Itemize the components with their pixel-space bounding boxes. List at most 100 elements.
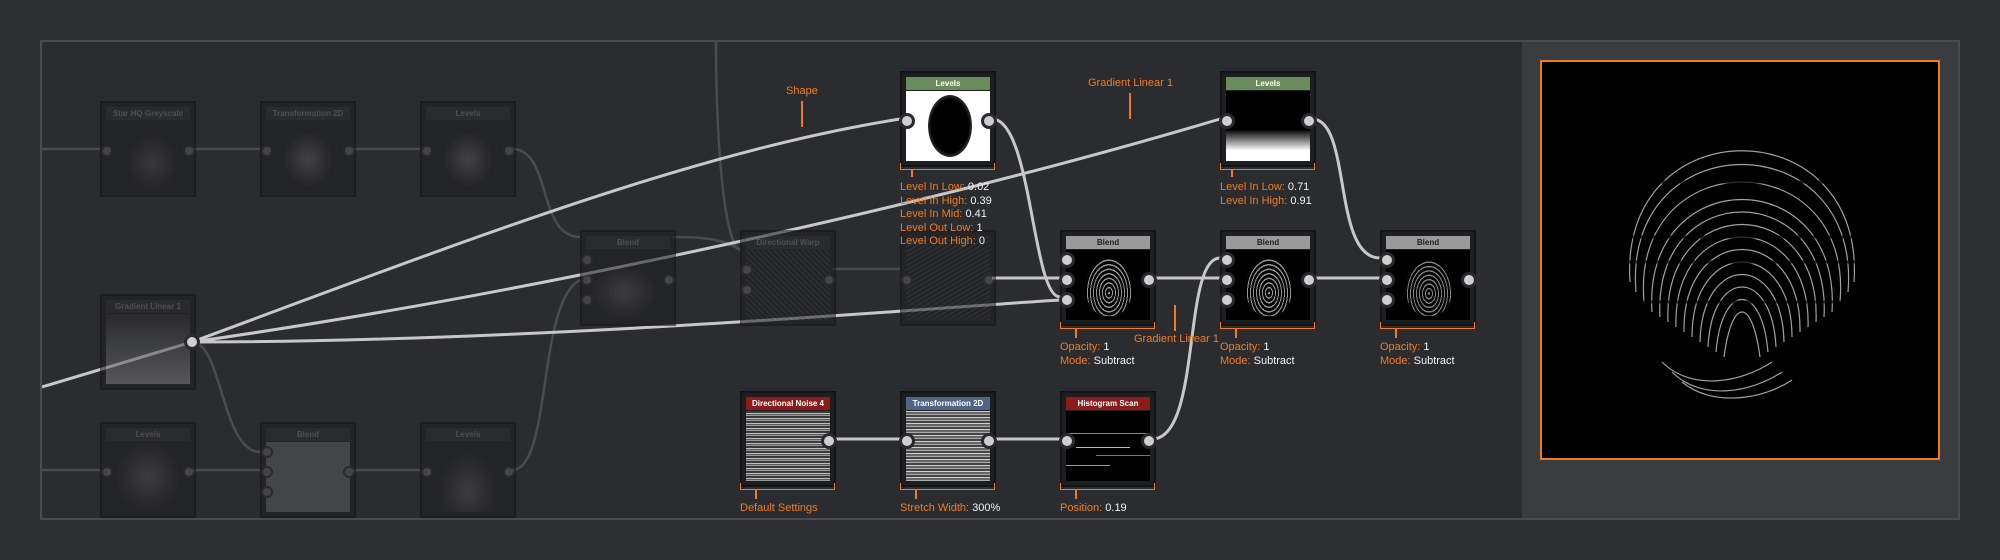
node-graph-canvas[interactable]: Star HQ Greyscale Transformation 2D Leve… (42, 42, 1522, 518)
output-port[interactable] (503, 466, 515, 478)
annotation-transformation-params: Stretch Width: 300% (900, 502, 1000, 516)
node-title: Transformation 2D (906, 397, 990, 410)
input-port[interactable] (741, 264, 753, 276)
node-transformation-2d-dim[interactable]: Transformation 2D (260, 101, 356, 197)
output-port[interactable] (343, 145, 355, 157)
output-port[interactable] (1301, 113, 1317, 129)
node-title: Levels (106, 428, 190, 441)
input-port[interactable] (901, 274, 913, 286)
output-port[interactable] (983, 274, 995, 286)
annotation-stem (1231, 169, 1233, 177)
node-title: Blend (586, 236, 670, 249)
node-histogram-scan[interactable]: Histogram Scan (1059, 391, 1157, 487)
node-blend-3[interactable]: Blend (1379, 230, 1477, 326)
annotation-line: Mode: Subtract (1220, 354, 1295, 367)
annotation-blend-2-params: Opacity: 1 Mode: Subtract (1220, 341, 1295, 368)
annotation-stem (911, 169, 913, 177)
annotation-bracket (900, 483, 995, 490)
node-levels-dim-bottom-b[interactable]: Levels (420, 422, 516, 518)
output-port[interactable] (183, 466, 195, 478)
output-preview[interactable] (1540, 60, 1940, 460)
input-port[interactable] (1059, 272, 1075, 288)
node-levels-dim-bottom-a[interactable]: Levels (100, 422, 196, 518)
annotation-line: Mode: Subtract (1380, 354, 1455, 367)
input-port[interactable] (1059, 252, 1075, 268)
node-transformation-2d[interactable]: Transformation 2D (899, 391, 997, 487)
wire-dim (511, 147, 581, 239)
output-port[interactable] (1141, 433, 1157, 449)
gradient-output-port[interactable] (184, 334, 200, 350)
input-port[interactable] (261, 486, 273, 498)
node-levels-gradient[interactable]: Levels (1219, 71, 1317, 167)
input-port[interactable] (581, 254, 593, 266)
input-port[interactable] (421, 466, 433, 478)
node-gradient-linear-1[interactable]: Gradient Linear 1 (100, 294, 196, 390)
node-thumbnail (906, 91, 990, 161)
input-port[interactable] (1219, 252, 1235, 268)
input-port[interactable] (1379, 252, 1395, 268)
annotation-stem (801, 101, 803, 127)
node-star-hq-greyscale[interactable]: Star HQ Greyscale (100, 101, 196, 197)
input-port[interactable] (1219, 272, 1235, 288)
output-port[interactable] (1461, 272, 1477, 288)
annotation-stem (1075, 489, 1077, 499)
node-blend-2[interactable]: Blend (1219, 230, 1317, 326)
output-port[interactable] (183, 145, 195, 157)
node-editor-window: Star HQ Greyscale Transformation 2D Leve… (40, 40, 1960, 520)
annotation-line: Opacity: 1 (1060, 341, 1110, 353)
input-port[interactable] (1059, 292, 1075, 308)
input-port[interactable] (741, 284, 753, 296)
wire (191, 117, 901, 344)
node-blend-dim-mid[interactable]: Blend (580, 230, 676, 326)
annotation-stem (1075, 328, 1077, 338)
input-port[interactable] (1219, 113, 1235, 129)
input-port[interactable] (899, 433, 915, 449)
output-port[interactable] (1141, 272, 1157, 288)
output-port[interactable] (981, 113, 997, 129)
annotation-stem (915, 489, 917, 499)
input-port[interactable] (1379, 272, 1395, 288)
annotation-line: Position: 0.19 (1060, 502, 1127, 514)
node-unlabeled-warp-result[interactable] (900, 230, 996, 326)
preview-panel (1522, 42, 1958, 518)
annotation-stem (1235, 328, 1237, 338)
node-levels-shape[interactable]: Levels (899, 71, 997, 167)
output-port[interactable] (503, 145, 515, 157)
wire-dim (511, 278, 581, 472)
node-blend-dim-bottom[interactable]: Blend (260, 422, 356, 518)
annotation-line: Stretch Width: 300% (900, 502, 1001, 514)
input-port[interactable] (101, 145, 113, 157)
annotation-line: Opacity: 1 (1220, 341, 1270, 353)
input-port[interactable] (581, 294, 593, 306)
output-port[interactable] (823, 274, 835, 286)
annotation-line: Level Out Low: 1 (900, 221, 983, 234)
annotation-bracket (1060, 322, 1155, 329)
node-directional-warp[interactable]: Directional Warp (740, 230, 836, 326)
node-title: Gradient Linear 1 (106, 300, 190, 313)
input-port[interactable] (101, 466, 113, 478)
input-port[interactable] (261, 446, 273, 458)
input-port[interactable] (421, 145, 433, 157)
wire (1151, 256, 1221, 441)
node-title: Levels (426, 107, 510, 120)
wire (1311, 117, 1381, 260)
input-port[interactable] (261, 145, 273, 157)
node-title: Blend (266, 428, 350, 441)
input-port[interactable] (261, 466, 273, 478)
output-port[interactable] (981, 433, 997, 449)
node-thumbnail (906, 411, 990, 481)
output-port[interactable] (343, 466, 355, 478)
input-port[interactable] (581, 274, 593, 286)
node-levels-dim-top[interactable]: Levels (420, 101, 516, 197)
output-port[interactable] (663, 274, 675, 286)
annotation-blend-1-params: Opacity: 1 Mode: Subtract (1060, 341, 1135, 368)
input-port[interactable] (1059, 433, 1075, 449)
node-directional-noise-4[interactable]: Directional Noise 4 (740, 391, 837, 487)
node-title: Levels (906, 77, 990, 90)
input-port[interactable] (1379, 292, 1395, 308)
node-blend-1[interactable]: Blend (1059, 230, 1157, 326)
input-port[interactable] (1219, 292, 1235, 308)
output-port[interactable] (821, 433, 837, 449)
output-port[interactable] (1301, 272, 1317, 288)
input-port[interactable] (899, 113, 915, 129)
